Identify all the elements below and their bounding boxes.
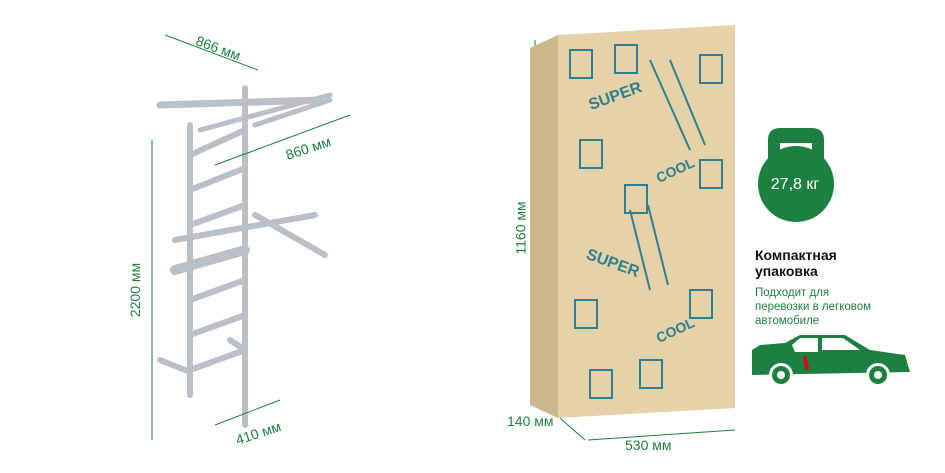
package-depth-label: 140 мм [507, 413, 554, 429]
compact-title-line: Компактная [755, 247, 837, 263]
compact-description: Подходит для перевозки в легковом автомо… [755, 286, 871, 328]
desc-line: автомобиле [755, 315, 820, 327]
desc-line: перевозки в легковом [755, 301, 872, 313]
package-box-icon [530, 25, 735, 418]
compact-title-line: упаковка [755, 263, 818, 279]
package-width-label: 530 мм [625, 437, 672, 453]
package-height-label: 1160 мм [512, 201, 529, 255]
compact-title: Компактная упаковка [755, 247, 837, 279]
ladder-icon [156, 85, 333, 428]
weight-label: 27,8 кг [770, 176, 820, 193]
ladder-height-label: 2200 мм [127, 262, 144, 318]
desc-line: Подходит для [755, 287, 830, 299]
